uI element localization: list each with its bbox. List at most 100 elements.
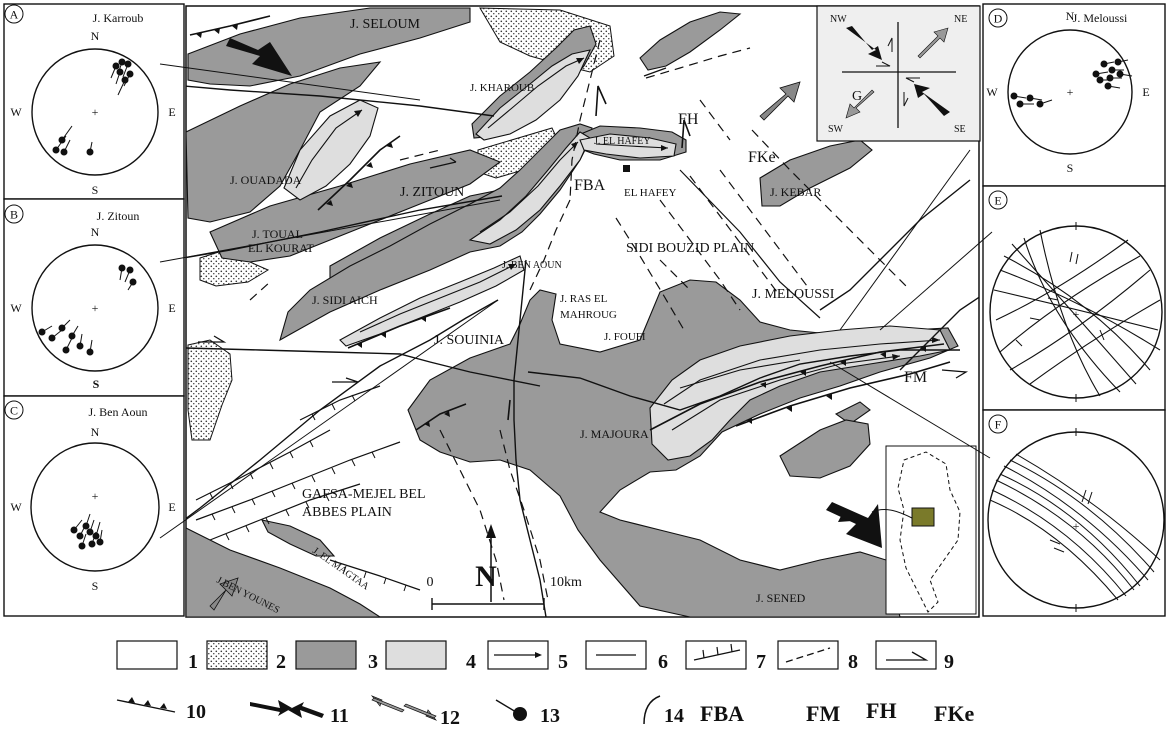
map-label: 3 — [368, 651, 378, 673]
map-label: 0 — [427, 575, 434, 590]
map-label: FM — [904, 369, 927, 386]
panel-letter: E — [994, 194, 1001, 208]
map-label: N — [91, 425, 100, 439]
site-name: J. Meloussi — [1073, 11, 1128, 25]
site-name: J. Ben Aoun — [88, 405, 147, 419]
map-label: FBA — [574, 177, 606, 194]
main-map: N 0 10km J. SELOUM J. KHAROUB J. OUADADA… — [185, 5, 981, 618]
map-label: EL KOURAT — [248, 241, 315, 255]
legend-swatch-4 — [385, 640, 447, 670]
stereonet-panel-b: B J. Zitoun N S W E + — [3, 198, 185, 397]
map-label: NW — [830, 14, 847, 25]
map-label: S — [1067, 161, 1074, 175]
legend-swatch-8 — [777, 640, 839, 670]
map-label: + — [1067, 85, 1074, 99]
map-label: NE — [954, 14, 967, 25]
map-label: S — [92, 579, 99, 593]
fold-axes — [295, 57, 941, 431]
striation-poles — [70, 513, 104, 550]
panel-letter: A — [10, 8, 19, 22]
map-label: MAHROUG — [560, 309, 617, 321]
map-label: FKe — [748, 149, 776, 166]
legend-swatch-7 — [685, 640, 747, 670]
map-label: J. EL HAFEY — [594, 136, 651, 147]
stereonet-panel-a: A J. Karroub N S W E + — [3, 3, 185, 200]
map-label: J. MAJOURA — [580, 427, 649, 441]
legend-swatch-10 — [116, 697, 176, 713]
map-label: SW — [828, 124, 844, 135]
slip-ticks — [1049, 489, 1093, 553]
map-label: + — [92, 301, 99, 315]
map-label: J. SELOUM — [350, 17, 421, 32]
map-label: 5 — [558, 651, 568, 673]
striation-poles — [52, 58, 134, 156]
strike-slip-markers — [198, 67, 969, 383]
extension-arrows — [209, 81, 801, 611]
map-label: 6 — [658, 651, 668, 673]
map-label: J. RAS EL — [560, 293, 608, 305]
north-arrow: N — [475, 524, 497, 602]
connector-lines — [159, 63, 993, 539]
stereonet-panel-e: E + — [982, 185, 1166, 411]
fold-axis-arrowheads — [354, 58, 940, 360]
map-label: + — [1073, 307, 1080, 321]
map-label: 12 — [440, 707, 460, 729]
map-label: N — [1066, 9, 1075, 23]
map-label: J. KHAROUB — [470, 82, 534, 94]
stereonet-circle — [31, 48, 159, 176]
legend-swatch-5 — [487, 640, 549, 670]
map-label: J. MELOUSSI — [752, 287, 835, 302]
thrust-teeth — [196, 24, 926, 427]
study-area-box — [911, 507, 935, 527]
stereonet-panel-c: C J. Ben Aoun N S W E + — [3, 395, 185, 617]
panel-letter: B — [10, 208, 18, 222]
map-label: W — [10, 301, 22, 315]
scale-bar: 0 10km — [427, 575, 582, 610]
stereonet-circle — [1007, 29, 1133, 155]
map-label: GAFSA-MEJEL BEL — [302, 487, 426, 502]
map-label: + — [92, 105, 99, 119]
map-label: FH — [866, 698, 897, 723]
map-label: FH — [678, 111, 699, 128]
map-label: G — [852, 89, 862, 104]
map-label: 11 — [330, 705, 349, 727]
map-label: FKe — [934, 701, 975, 726]
stereonet-circle — [30, 442, 160, 572]
map-label: 10km — [550, 575, 582, 590]
map-label: J. OUADADA — [230, 173, 302, 187]
map-label: ABBES PLAIN — [302, 505, 392, 520]
site-name: J. Karroub — [93, 11, 144, 25]
map-label: W — [986, 85, 998, 99]
stereonet-circle — [31, 244, 159, 372]
map-label: 2 — [276, 651, 286, 673]
legend-swatch-11 — [250, 700, 324, 718]
map-label: J. TOUAL — [252, 227, 303, 241]
tunisia-locator-inset — [871, 445, 977, 615]
map-label: E — [168, 500, 175, 514]
map-label: 14 — [664, 705, 684, 727]
fault-slip-arrows — [507, 85, 691, 421]
map-labels: J. SELOUM J. KHAROUB J. OUADADA J. ZITOU… — [215, 17, 927, 616]
map-label: FBA — [700, 701, 744, 726]
panel-letter: F — [995, 418, 1002, 432]
striation-poles — [38, 264, 137, 356]
map-label: N — [91, 225, 100, 239]
dashed-faults — [249, 39, 911, 601]
legend-swatch-2 — [206, 640, 268, 670]
compression-arrows — [226, 38, 882, 548]
normal-fault-ticks — [209, 394, 407, 592]
legend-swatch-14 — [643, 695, 661, 725]
map-label: J. KEBAR — [770, 185, 821, 199]
map-label: E — [168, 301, 175, 315]
slip-ticks — [1015, 251, 1105, 347]
fault-planes — [989, 453, 1161, 601]
map-label: W — [10, 105, 22, 119]
map-label: S — [92, 183, 99, 197]
el-hafey-town-marker — [623, 165, 630, 172]
map-label: J. BEN AOUN — [502, 260, 562, 271]
map-label: + — [1073, 519, 1080, 533]
panel-letter: D — [994, 12, 1003, 26]
map-label: J. ZITOUN — [400, 185, 464, 200]
legend-swatch-9 — [875, 640, 937, 670]
